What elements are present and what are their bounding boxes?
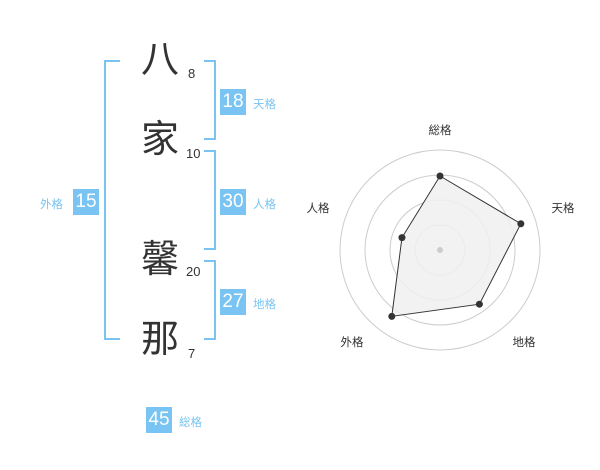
radar-point-3 [475, 300, 483, 308]
radar-axis-label-gaikaku: 外格 [341, 335, 364, 349]
stroke-count-3: 20 [186, 264, 201, 279]
radar-point-5 [398, 234, 406, 242]
radar-axis-label-chikaku: 地格 [513, 335, 536, 349]
radar-point-1 [436, 172, 444, 180]
soukaku-value: 45 [146, 407, 172, 433]
chikaku-bracket [204, 260, 216, 340]
chikaku-value: 27 [220, 289, 246, 315]
tenkaku-value: 18 [220, 89, 246, 115]
soukaku-label: 総格 [179, 415, 202, 429]
radar-point-2 [517, 220, 525, 228]
name-char-1: 八 [140, 37, 179, 81]
radar-grid-ring [339, 149, 541, 351]
gaikaku-value: 15 [73, 189, 99, 215]
stroke-count-4: 7 [188, 346, 196, 361]
jinkaku-label: 人格 [253, 197, 276, 211]
gaikaku-label: 外格 [40, 197, 63, 211]
radar-axis-label-soukaku: 総格 [429, 123, 452, 137]
radar-center-dot [437, 247, 443, 253]
radar-point-4 [388, 312, 396, 320]
radar-area-polygon [391, 175, 522, 317]
tenkaku-bracket [204, 60, 216, 140]
jinkaku-value: 30 [220, 189, 246, 215]
name-char-2: 家 [140, 117, 179, 161]
stroke-count-1: 8 [188, 66, 196, 81]
radar-axis-label-tenkaku: 天格 [552, 201, 575, 215]
name-char-4: 那 [140, 317, 179, 361]
chikaku-label: 地格 [253, 297, 276, 311]
jinkaku-bracket [204, 150, 216, 250]
gaikaku-bracket [104, 60, 120, 340]
name-char-3: 馨 [140, 237, 179, 281]
tenkaku-label: 天格 [253, 97, 276, 111]
stroke-count-2: 10 [186, 146, 201, 161]
radar-points [388, 172, 525, 320]
radar-axis-label-jinkaku: 人格 [307, 201, 330, 215]
